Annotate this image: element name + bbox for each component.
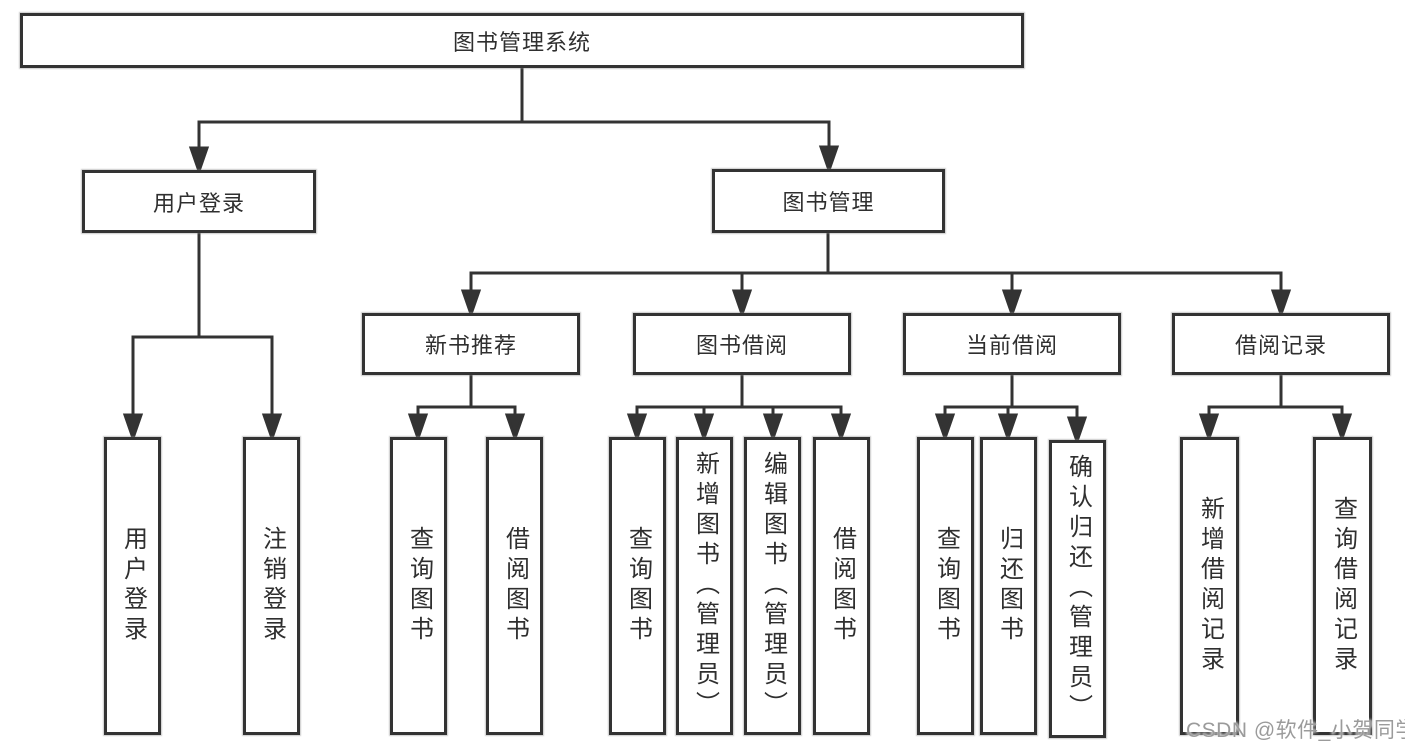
node-leaf-add-books-admin: 新增图书（管理员） bbox=[676, 437, 733, 735]
arrowhead-icon bbox=[1198, 413, 1220, 443]
node-library-system: 图书管理系统 bbox=[20, 13, 1024, 68]
connector-root bbox=[188, 66, 840, 176]
connector-records bbox=[1198, 373, 1353, 443]
node-book-management: 图书管理 bbox=[712, 169, 945, 233]
arrowhead-icon bbox=[504, 413, 526, 443]
node-borrow-records: 借阅记录 bbox=[1172, 313, 1390, 375]
arrowhead-icon bbox=[1066, 416, 1088, 446]
node-label: 借阅记录 bbox=[1234, 333, 1327, 358]
node-label: 查询图书 bbox=[932, 526, 960, 646]
node-label: 用户登录 bbox=[152, 190, 245, 216]
arrowhead-icon bbox=[1001, 289, 1023, 319]
node-label: 编辑图书（管理员） bbox=[759, 451, 787, 721]
node-leaf-borrow-books: 借阅图书 bbox=[486, 437, 543, 735]
node-label: 用户登录 bbox=[119, 526, 147, 646]
node-label: 借阅图书 bbox=[501, 526, 529, 646]
arrowhead-icon bbox=[407, 413, 429, 443]
arrowhead-icon bbox=[830, 413, 852, 443]
node-new-book-recommend: 新书推荐 bbox=[362, 313, 580, 375]
node-label: 新增图书（管理员） bbox=[691, 451, 719, 721]
node-label: 新增借阅记录 bbox=[1196, 496, 1224, 676]
node-leaf-user-login: 用户登录 bbox=[104, 437, 161, 735]
node-label: 借阅图书 bbox=[828, 526, 856, 646]
arrowhead-icon bbox=[1270, 289, 1292, 319]
node-leaf-query-books: 查询图书 bbox=[390, 437, 447, 735]
connector-current bbox=[934, 373, 1088, 446]
node-leaf-return-books: 归还图书 bbox=[980, 437, 1037, 735]
arrowhead-icon bbox=[1331, 413, 1353, 443]
node-label: 确认归还（管理员） bbox=[1064, 454, 1092, 724]
connector-user-login bbox=[122, 231, 283, 443]
node-label: 查询借阅记录 bbox=[1329, 496, 1357, 676]
csdn-watermark: CSDN @软件_小贺同学 bbox=[1186, 719, 1405, 742]
node-label: 查询图书 bbox=[624, 526, 652, 646]
node-leaf-query-books: 查询图书 bbox=[609, 437, 666, 735]
node-label: 图书管理 bbox=[782, 190, 875, 215]
node-label: 查询图书 bbox=[405, 526, 433, 646]
arrowhead-icon bbox=[188, 146, 210, 176]
arrowhead-icon bbox=[626, 413, 648, 443]
node-leaf-borrow-books: 借阅图书 bbox=[813, 437, 870, 735]
arrowhead-icon bbox=[731, 289, 753, 319]
node-label: 注销登录 bbox=[258, 526, 286, 646]
node-label: 图书借阅 bbox=[695, 333, 788, 358]
connector-borrowing bbox=[626, 373, 852, 443]
arrowhead-icon bbox=[762, 413, 784, 443]
node-leaf-query-borrow-record: 查询借阅记录 bbox=[1313, 437, 1372, 735]
node-label: 新书推荐 bbox=[424, 333, 517, 358]
arrowhead-icon bbox=[693, 413, 715, 443]
arrowhead-icon bbox=[122, 413, 144, 443]
node-leaf-confirm-return-admin: 确认归还（管理员） bbox=[1049, 440, 1106, 738]
node-current-borrowing: 当前借阅 bbox=[903, 313, 1121, 375]
connector-new-books bbox=[407, 373, 526, 443]
arrowhead-icon bbox=[261, 413, 283, 443]
node-leaf-query-books: 查询图书 bbox=[917, 437, 974, 735]
node-leaf-logout: 注销登录 bbox=[243, 437, 300, 735]
node-leaf-edit-books-admin: 编辑图书（管理员） bbox=[744, 437, 801, 735]
arrowhead-icon bbox=[934, 413, 956, 443]
node-label: 当前借阅 bbox=[965, 333, 1058, 358]
arrowhead-icon bbox=[997, 413, 1019, 443]
node-label: 归还图书 bbox=[995, 526, 1023, 646]
arrowhead-icon bbox=[460, 289, 482, 319]
connector-book-mgmt bbox=[460, 231, 1292, 319]
node-book-borrowing: 图书借阅 bbox=[633, 313, 851, 375]
node-leaf-add-borrow-record: 新增借阅记录 bbox=[1180, 437, 1239, 735]
node-label: 图书管理系统 bbox=[452, 29, 591, 55]
arrowhead-icon bbox=[818, 145, 840, 175]
node-user-login: 用户登录 bbox=[82, 170, 316, 233]
